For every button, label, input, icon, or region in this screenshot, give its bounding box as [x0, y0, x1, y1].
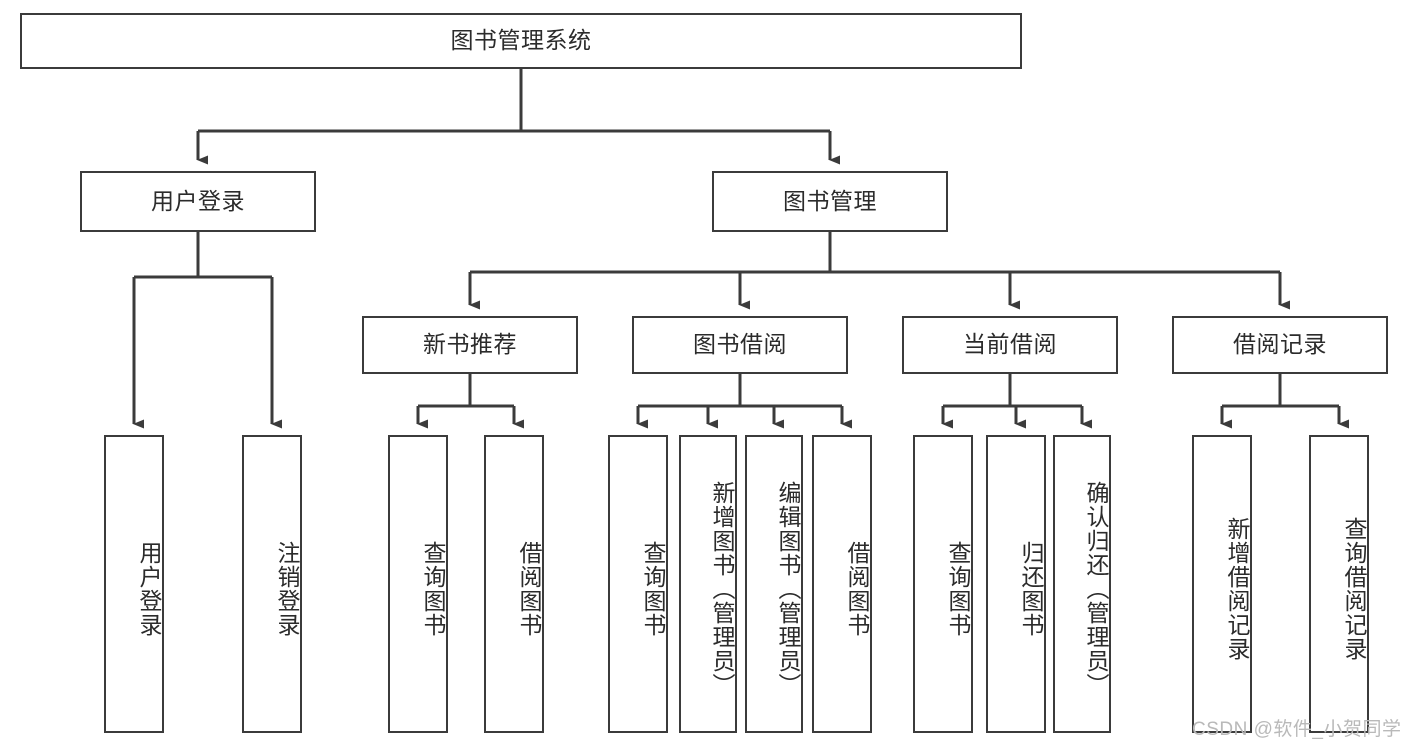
leaf-edit-book-admin[interactable]: 编辑图书（管理员）: [745, 435, 803, 733]
node-root[interactable]: 图书管理系统: [20, 13, 1022, 69]
leaf-confirm-return-admin[interactable]: 确认归还（管理员）: [1053, 435, 1111, 733]
leaf-query-book-recommend[interactable]: 查询图书: [388, 435, 448, 733]
node-current-borrow[interactable]: 当前借阅: [902, 316, 1118, 374]
watermark-text: CSDN @软件_小贺同学: [1192, 719, 1402, 740]
node-book-borrow[interactable]: 图书借阅: [632, 316, 848, 374]
node-user-login[interactable]: 用户登录: [80, 171, 316, 232]
leaf-borrow-book[interactable]: 借阅图书: [812, 435, 872, 733]
leaf-query-borrow-record[interactable]: 查询借阅记录: [1309, 435, 1369, 733]
node-book-management[interactable]: 图书管理: [712, 171, 948, 232]
leaf-borrow-book-recommend[interactable]: 借阅图书: [484, 435, 544, 733]
leaf-add-borrow-record[interactable]: 新增借阅记录: [1192, 435, 1252, 733]
leaf-user-login[interactable]: 用户登录: [104, 435, 164, 733]
node-new-book-recommend[interactable]: 新书推荐: [362, 316, 578, 374]
leaf-query-book-current[interactable]: 查询图书: [913, 435, 973, 733]
node-borrow-record[interactable]: 借阅记录: [1172, 316, 1388, 374]
leaf-logout-login[interactable]: 注销登录: [242, 435, 302, 733]
leaf-add-book-admin[interactable]: 新增图书（管理员）: [679, 435, 737, 733]
leaf-return-book[interactable]: 归还图书: [986, 435, 1046, 733]
leaf-query-book-borrow[interactable]: 查询图书: [608, 435, 668, 733]
